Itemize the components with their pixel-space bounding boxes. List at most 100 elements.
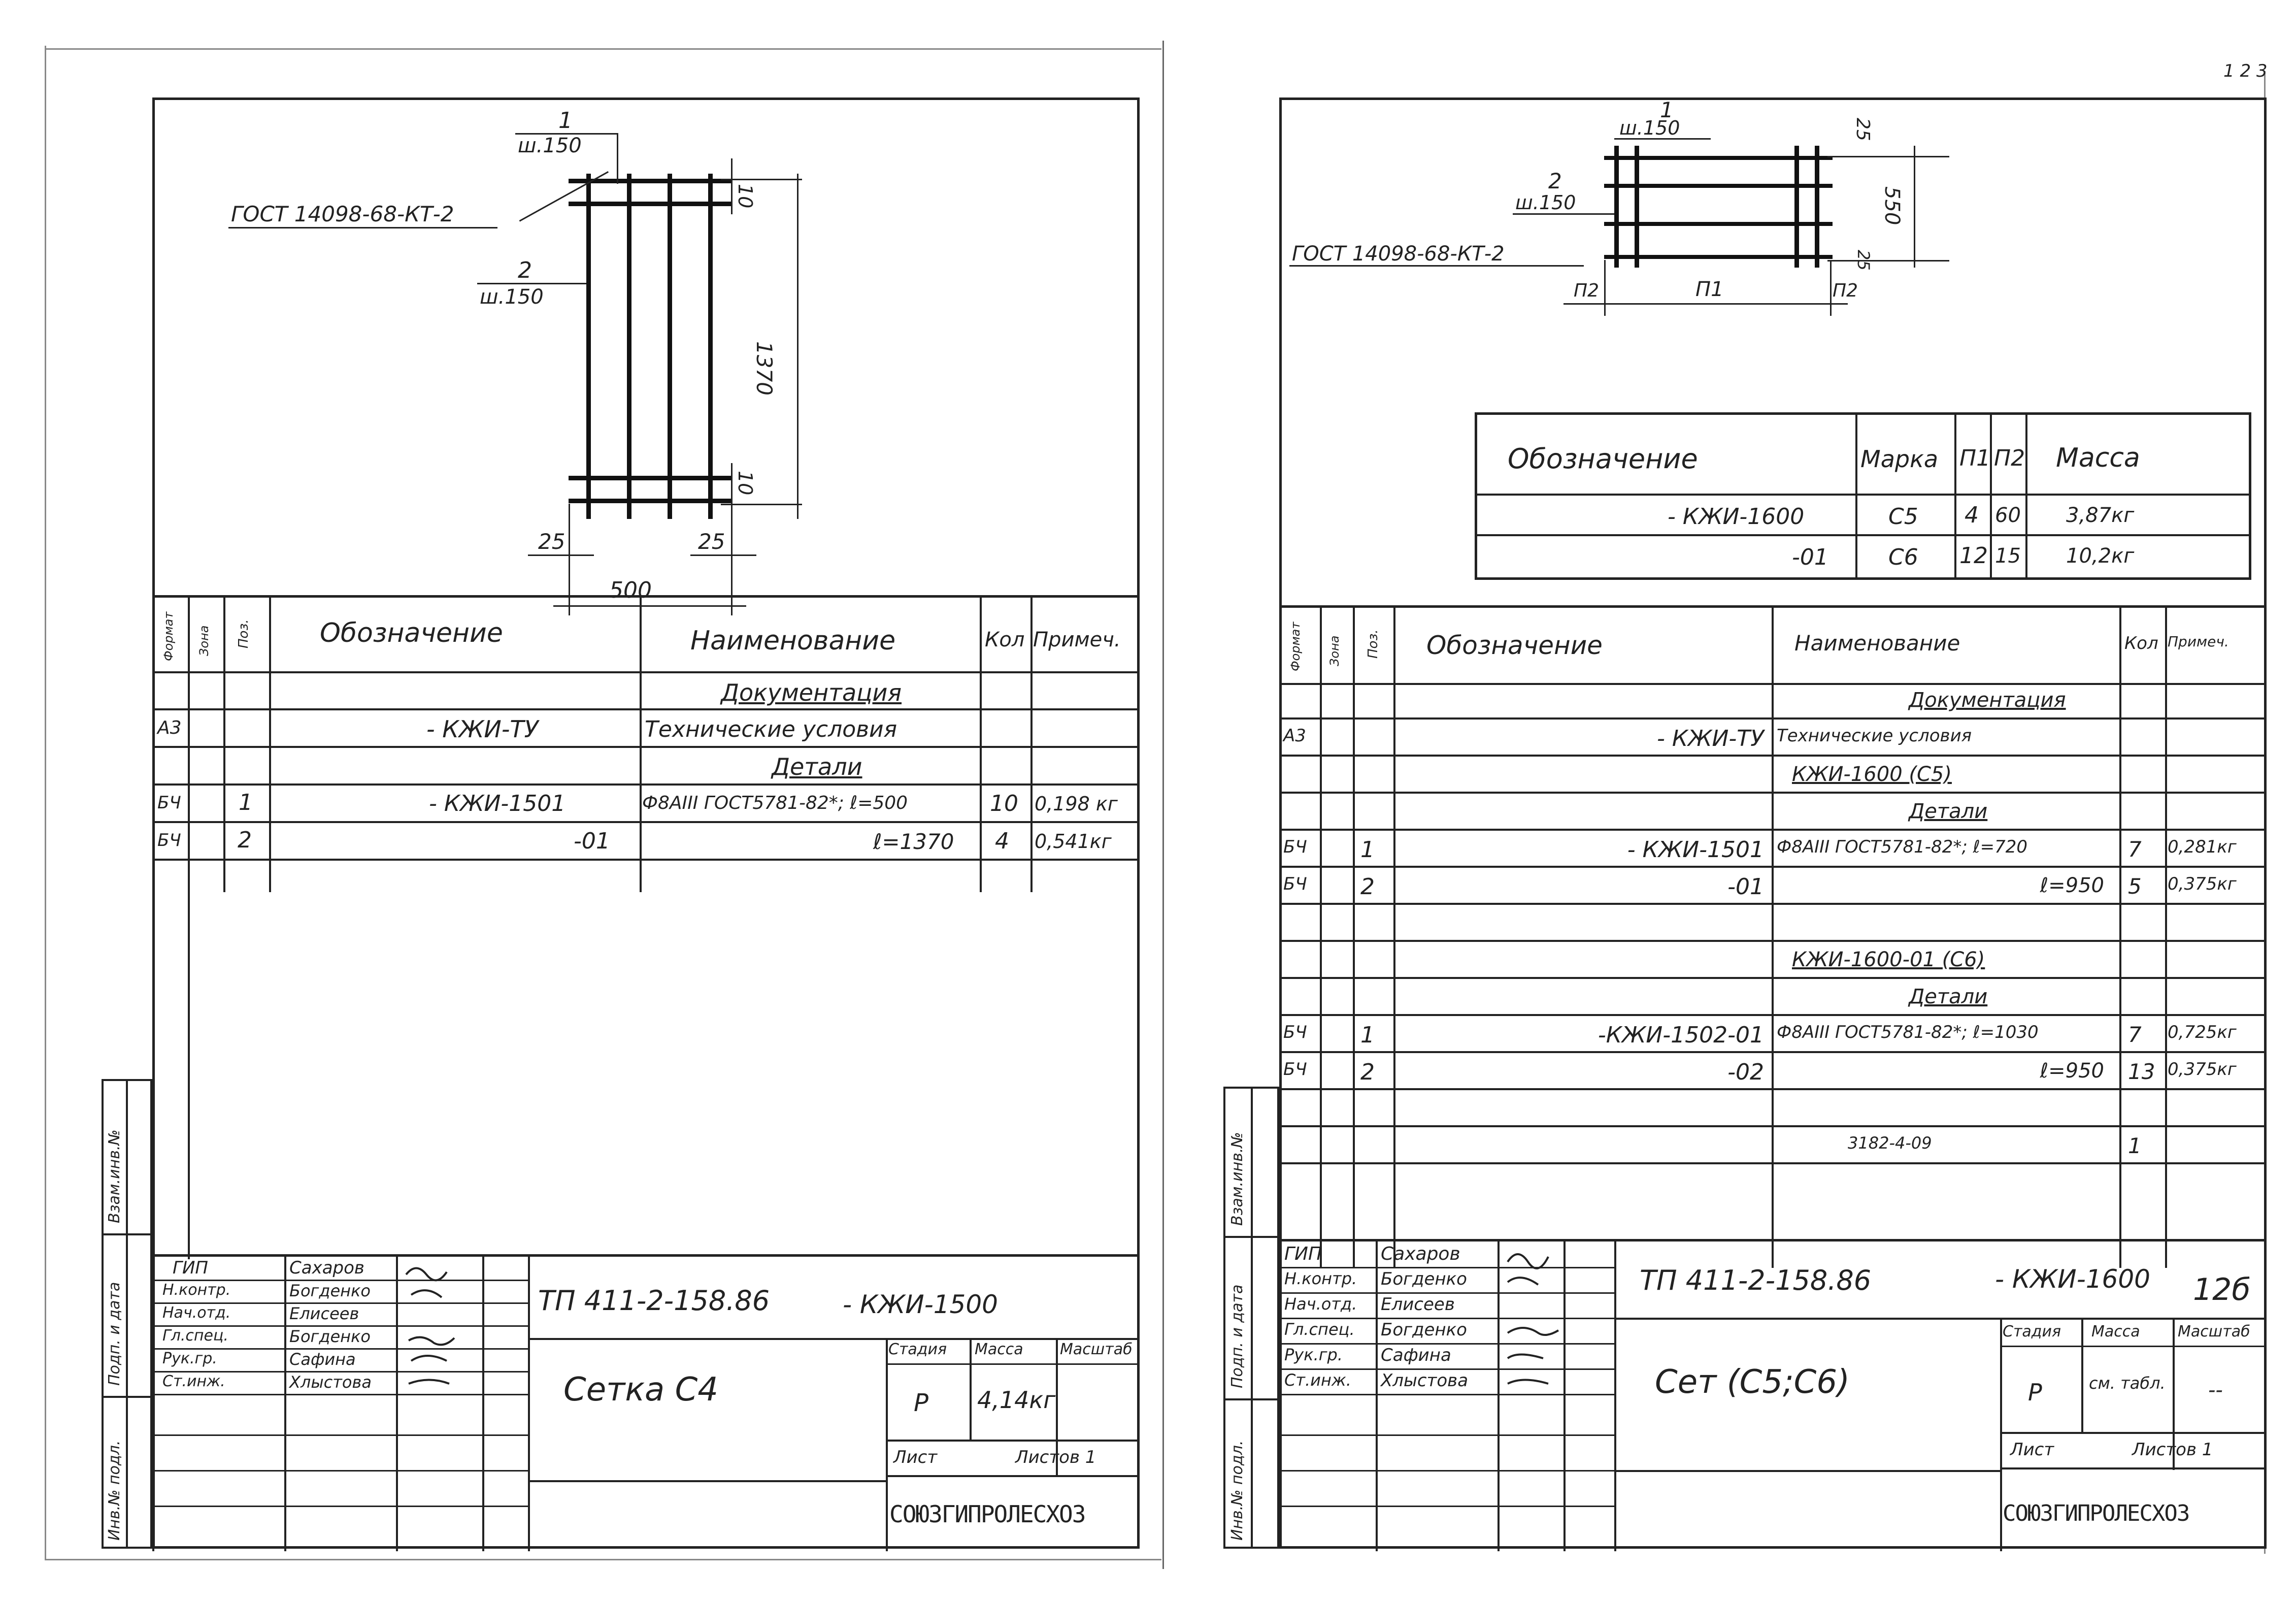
right-row4-designation: - КЖИ-1501 <box>1627 837 1764 863</box>
page-top-mark: 1 2 3 <box>2223 61 2268 81</box>
right-row5-qty: 5 <box>2128 874 2142 899</box>
right-row1-format: А3 <box>1283 726 1306 746</box>
left-sheet-frame <box>152 97 1140 1549</box>
right-sheets-label: Листов 1 <box>2132 1440 2213 1460</box>
left-signer2-name: Елисеев <box>289 1304 359 1323</box>
right-row1-name: Технические условия <box>1777 726 1972 746</box>
page-bottom-edge <box>45 1559 1161 1560</box>
right-sheet-frame <box>1279 97 2267 1549</box>
table-row: -01 С6 12 15 10,2кг <box>1477 537 2249 575</box>
left-row1-format: А3 <box>157 717 182 738</box>
right-bar-h2 <box>1604 184 1833 188</box>
variants-r0-n2: 60 <box>1995 504 2021 527</box>
right-signer0-name: Сахаров <box>1381 1244 1460 1264</box>
right-stage-label: Стадия <box>2003 1323 2061 1341</box>
right-signer5-role: Ст.инж. <box>1284 1370 1351 1390</box>
right-row12-qty: 1 <box>2128 1133 2142 1158</box>
left-spec-h-designation: Обозначение <box>320 618 503 648</box>
right-signer4-role: Рук.гр. <box>1284 1345 1343 1364</box>
left-spec-h-qty: Кол <box>985 628 1025 651</box>
table-row: Документация <box>1279 682 2267 720</box>
right-row9-qty: 7 <box>2128 1022 2142 1047</box>
left-row3-name: Ф8АIII ГОСТ5781-82*; ℓ=500 <box>642 793 908 813</box>
right-stamp-inv: Инв.№ подл. <box>1228 1440 1246 1541</box>
right-stamp-sign: Подп. и дата <box>1228 1284 1246 1388</box>
variants-h-designation: Обозначение <box>1508 443 1698 475</box>
right-stage: Р <box>2028 1379 2042 1406</box>
left-title: Сетка С4 <box>563 1371 718 1409</box>
right-signer2-role: Нач.отд. <box>1284 1294 1357 1314</box>
left-org: СОЮЗГИПРОЛЕСХОЗ <box>889 1500 1086 1528</box>
left-doc-mark: - КЖИ-1500 <box>843 1290 998 1319</box>
right-spec-h-designation: Обозначение <box>1426 631 1603 660</box>
variants-h-mass: Масса <box>2056 443 2140 473</box>
right-bar-v3 <box>1794 146 1799 268</box>
right-row5-name: ℓ=950 <box>2040 874 2104 897</box>
left-row0-name: Документация <box>721 679 902 706</box>
right-spec-table: Формат Зона Поз. Обозначение Наименовани… <box>1279 605 2267 1268</box>
table-row: БЧ 1 - КЖИ-1501 Ф8АIII ГОСТ5781-82*; ℓ=5… <box>152 786 1140 821</box>
right-signature-icon <box>1507 1253 1559 1385</box>
left-signer3-name: Богденко <box>289 1327 371 1346</box>
left-stage-label: Стадия <box>888 1341 947 1358</box>
left-row4-note: 0,541кг <box>1035 830 1112 853</box>
right-row8-name: Детали <box>1909 985 1988 1008</box>
left-mesh-drawing: ГОСТ 14098-68-КТ-2 1 ш.150 2 ш.150 1370 … <box>152 97 1140 615</box>
right-scale: -- <box>2208 1379 2223 1402</box>
right-row5-format: БЧ <box>1283 874 1307 894</box>
variants-h-n1: П1 <box>1959 445 1991 471</box>
left-signer0-role: ГИП <box>173 1258 208 1278</box>
right-org: СОЮЗГИПРОЛЕСХОЗ <box>2003 1500 2190 1526</box>
right-bar-v1 <box>1614 146 1619 268</box>
left-sheets-label: Листов 1 <box>1015 1447 1096 1467</box>
left-bar-v2 <box>627 174 631 519</box>
right-mass-label: Масса <box>2091 1323 2140 1341</box>
right-row4-format: БЧ <box>1283 837 1307 857</box>
right-signer1-role: Н.контр. <box>1284 1269 1357 1288</box>
left-stage: Р <box>914 1389 928 1417</box>
table-row: КЖИ-1600 (С5) <box>1279 757 2267 794</box>
right-row0-name: Документация <box>1909 689 2066 712</box>
table-row: Детали <box>1279 794 2267 831</box>
table-row <box>1279 1090 2267 1127</box>
left-bar-h4 <box>569 499 731 503</box>
right-n1: П1 <box>1695 278 1724 301</box>
right-pos2: 2 <box>1548 169 1562 193</box>
left-signer1-role: Н.контр. <box>162 1281 231 1299</box>
right-row5-pos: 2 <box>1360 874 1375 900</box>
table-row: Документация <box>152 673 1140 708</box>
right-signer5-name: Хлыстова <box>1381 1370 1469 1391</box>
right-row2-name: КЖИ-1600 (С5) <box>1792 763 1952 786</box>
right-sheet-label: Лист <box>2010 1440 2054 1460</box>
right-side-stamp: Инв.№ подл. Подп. и дата Взам.инв.№ <box>1223 1087 1279 1549</box>
left-signer2-role: Нач.отд. <box>162 1304 231 1322</box>
right-spec-h-format: Формат <box>1288 622 1303 671</box>
right-title-block: ГИП Сахаров Н.контр. Богденко Нач.отд. Е… <box>1279 1239 2267 1551</box>
variants-r0-mark: С5 <box>1888 504 1918 530</box>
right-row4-name: Ф8АIII ГОСТ5781-82*; ℓ=720 <box>1777 837 2028 857</box>
left-bar-v1 <box>586 174 591 519</box>
page-left-edge <box>45 46 46 1559</box>
left-gost-label: ГОСТ 14098-68-КТ-2 <box>231 202 454 226</box>
left-dim-top: 10 <box>734 184 756 209</box>
right-spec-h-name: Наименование <box>1794 631 1960 656</box>
right-n2b: П2 <box>1833 280 1858 301</box>
left-spec-table: Формат Зона Поз. Обозначение Наименовани… <box>152 595 1140 892</box>
right-mesh-drawing: 1 ш.150 2 ш.150 ГОСТ 14098-68-КТ-2 550 2… <box>1279 97 2267 605</box>
right-row4-note: 0,281кг <box>2168 837 2237 857</box>
left-stamp-inv: Инв.№ подл. <box>106 1440 123 1541</box>
left-pos1: 1 <box>558 108 573 134</box>
right-row10-pos: 2 <box>1360 1059 1375 1085</box>
left-signer5-role: Ст.инж. <box>162 1373 225 1390</box>
right-row10-designation: -02 <box>1727 1059 1764 1085</box>
right-doc-code: ТП 411-2-158.86 <box>1640 1264 1872 1296</box>
left-spec-h-zone: Зона <box>197 625 211 656</box>
right-scale-label: Масштаб <box>2178 1323 2250 1341</box>
right-row9-designation: -КЖИ-1502-01 <box>1598 1022 1764 1048</box>
right-pitch2: ш.150 <box>1515 191 1576 214</box>
right-row4-qty: 7 <box>2128 837 2142 862</box>
right-dim-bottom: 25 <box>1854 250 1873 271</box>
left-pitch1: ш.150 <box>518 134 582 157</box>
variants-h-mark: Марка <box>1860 445 1939 473</box>
